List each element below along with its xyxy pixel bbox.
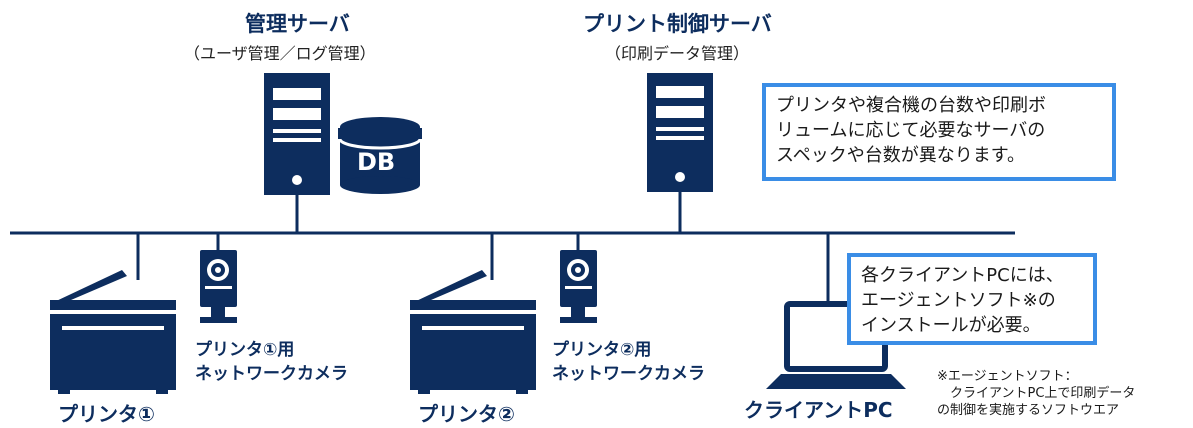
client-note-line: 各クライアントPCには、 xyxy=(861,265,1064,286)
footnote-line: の制御を実施するソフトウエア xyxy=(937,403,1120,418)
server-note-line: プリンタや複合機の台数や印刷ボ xyxy=(776,95,1046,116)
server-note-line: リュームに応じて必要なサーバの xyxy=(776,120,1046,141)
print-server-icon xyxy=(647,73,713,192)
camera1-icon xyxy=(200,250,237,323)
printer1-icon xyxy=(50,270,176,394)
server-note-box: プリンタや複合機の台数や印刷ボ リュームに応じて必要なサーバの スペックや台数が… xyxy=(762,83,1116,181)
client-note-line: インストールが必要。 xyxy=(861,315,1041,336)
camera2-label-line2: ネットワークカメラ xyxy=(552,364,705,384)
printer1-label: プリンタ① xyxy=(58,402,155,426)
footnote-line: クライアントPC上で印刷データ xyxy=(937,386,1136,401)
camera1-label-line2: ネットワークカメラ xyxy=(195,364,348,384)
print-server-subtitle: （印刷データ管理） xyxy=(605,44,750,63)
management-server-subtitle: （ユーザ管理／ログ管理） xyxy=(184,44,376,63)
management-server-title: 管理サーバ xyxy=(245,12,350,36)
management-server-icon xyxy=(264,73,330,195)
server-note-line: スペックや台数が異なります。 xyxy=(776,145,1025,166)
client-note-line: エージェントソフト※の xyxy=(861,290,1056,311)
footnote-line: ※エージェントソフト： xyxy=(937,369,1078,384)
camera2-label-line1: プリンタ②用 xyxy=(552,340,652,360)
printer2-label: プリンタ② xyxy=(418,402,515,426)
printer2-icon xyxy=(410,270,536,394)
db-label: DB xyxy=(357,148,396,176)
client-pc-label: クライアントPC xyxy=(744,398,893,422)
print-server-title: プリント制御サーバ xyxy=(583,12,772,36)
client-note-box: 各クライアントPCには、 エージェントソフト※の インストールが必要。 xyxy=(847,253,1097,345)
footnote: ※エージェントソフト： クライアントPC上で印刷データ の制御を実施するソフトウ… xyxy=(937,368,1135,419)
camera2-icon xyxy=(560,250,597,323)
camera1-label-line1: プリンタ①用 xyxy=(195,340,295,360)
database-icon xyxy=(338,117,422,194)
